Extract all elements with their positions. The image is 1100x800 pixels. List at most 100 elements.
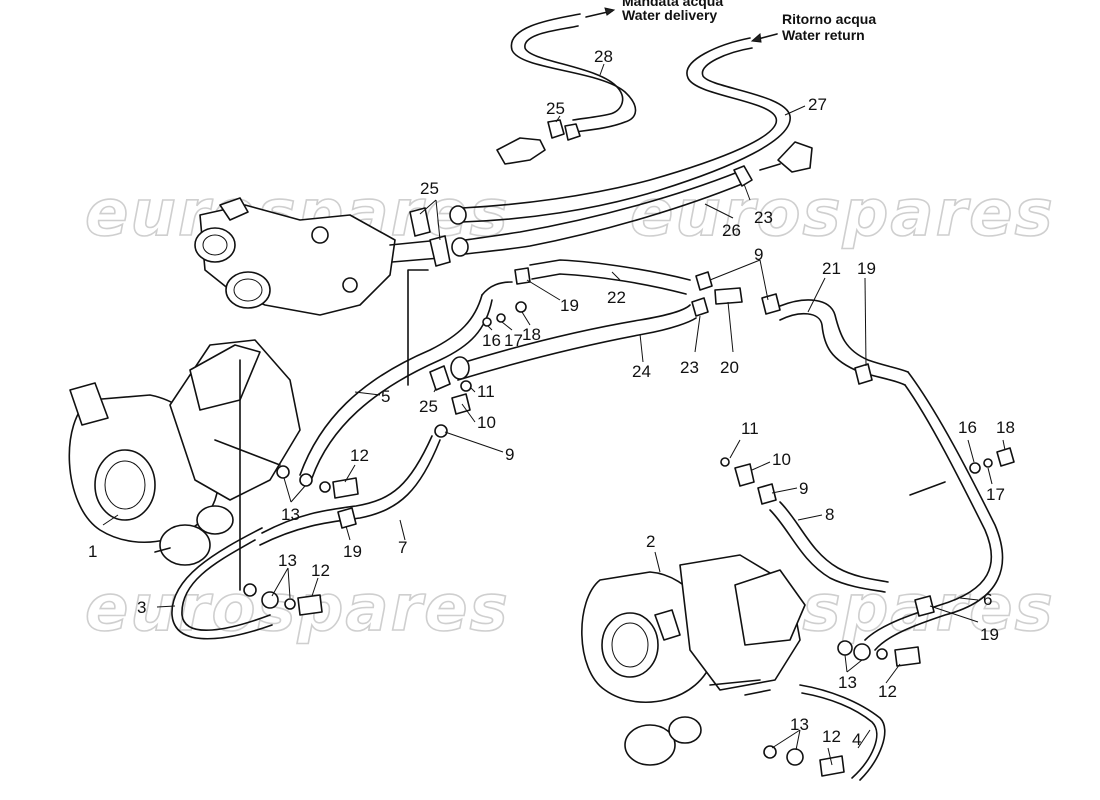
housing-port-1 bbox=[194, 227, 236, 263]
banjo-10-lower bbox=[734, 463, 755, 487]
callout-25b: 25 bbox=[420, 179, 439, 198]
leader-16a bbox=[487, 325, 493, 331]
watermark-3: eurospares bbox=[85, 572, 510, 646]
clamp-19-right bbox=[854, 363, 873, 385]
clamp-19-left bbox=[337, 507, 357, 529]
turbo-left-actuator-rod bbox=[154, 547, 171, 553]
clamp-23-upper bbox=[733, 165, 753, 187]
union-bolt-right bbox=[759, 163, 781, 171]
callout-12b: 12 bbox=[311, 561, 330, 580]
tee-20 bbox=[714, 287, 743, 305]
leader-9a bbox=[444, 431, 504, 453]
turbo-left-actuator bbox=[159, 524, 211, 566]
turbo-left-flange bbox=[189, 344, 261, 411]
hose-26-inner bbox=[464, 183, 743, 255]
callout-13a: 13 bbox=[281, 505, 300, 524]
pipe-6-a bbox=[864, 384, 993, 641]
callout-25c: 25 bbox=[419, 397, 438, 416]
callout-9c: 9 bbox=[799, 479, 808, 498]
water-return-english: Water return bbox=[782, 27, 865, 43]
hose-22-a bbox=[529, 259, 691, 281]
housing-port-1-inner bbox=[202, 234, 228, 256]
bolt-18-upper bbox=[515, 301, 527, 313]
delivery-arrowhead bbox=[604, 7, 616, 16]
bolt-12-bottom bbox=[819, 755, 845, 777]
leader-17b bbox=[987, 467, 993, 485]
callout-3: 3 bbox=[137, 598, 146, 617]
hose-28-outer bbox=[510, 13, 637, 133]
callout-24: 24 bbox=[632, 362, 651, 381]
leader-1 bbox=[102, 514, 119, 526]
turbo-left-inlet bbox=[94, 449, 156, 521]
leader-21 bbox=[807, 277, 826, 313]
clamp-19-upper bbox=[514, 267, 531, 285]
turbo-left-leaders bbox=[214, 359, 281, 591]
banjo-13-right bbox=[853, 643, 871, 661]
housing-port-2-inner bbox=[233, 278, 263, 302]
upper-coolant-hoses bbox=[449, 13, 813, 257]
washer-13-right bbox=[837, 640, 853, 656]
hose-24-a bbox=[454, 304, 691, 366]
callout-11a: 11 bbox=[477, 382, 495, 401]
washer-13-upper bbox=[276, 465, 290, 479]
callout-19d: 19 bbox=[980, 625, 999, 644]
leader-11a bbox=[469, 386, 476, 393]
leader-20 bbox=[727, 301, 734, 353]
leader-19d bbox=[929, 605, 979, 623]
leader-23b bbox=[694, 315, 701, 353]
leader-28 bbox=[599, 63, 605, 76]
callout-23a: 23 bbox=[754, 208, 773, 227]
leader-25b bbox=[419, 199, 441, 241]
callout-6: 6 bbox=[983, 590, 992, 609]
callout-9b: 9 bbox=[754, 245, 763, 264]
callout-26: 26 bbox=[722, 221, 741, 240]
water-delivery-english: Water delivery bbox=[622, 7, 717, 23]
leader-27 bbox=[784, 105, 806, 116]
clamp-19-lower bbox=[914, 595, 935, 617]
washer-13-upper-b bbox=[319, 481, 331, 493]
pipe-6-b bbox=[874, 371, 1004, 651]
housing-boss-1 bbox=[311, 226, 329, 244]
callout-19b: 19 bbox=[857, 259, 876, 278]
leader-13a bbox=[283, 477, 306, 503]
hose-8-b bbox=[779, 501, 889, 583]
callout-20: 20 bbox=[720, 358, 739, 377]
hose-28-inner bbox=[524, 25, 624, 121]
leader-13d bbox=[771, 729, 801, 751]
leader-6 bbox=[959, 597, 979, 601]
leader-26 bbox=[704, 203, 734, 219]
callout-18b: 18 bbox=[996, 418, 1015, 437]
clamp-25-upper bbox=[547, 119, 565, 139]
callout-8: 8 bbox=[825, 505, 834, 524]
leader-25 bbox=[407, 269, 429, 386]
leader-2 bbox=[654, 551, 661, 573]
turbo-right-inlet bbox=[601, 612, 659, 678]
washer-13-right-b bbox=[876, 648, 888, 660]
leader-10a bbox=[461, 403, 476, 423]
leader-24 bbox=[639, 333, 644, 363]
leader-25c bbox=[433, 387, 437, 393]
washer-13-left-b bbox=[284, 598, 296, 610]
washer-17-lower bbox=[983, 458, 993, 468]
callout-23b: 23 bbox=[680, 358, 699, 377]
callout-10b: 10 bbox=[772, 450, 791, 469]
washer-16-lower bbox=[969, 462, 981, 474]
hose-21-a bbox=[779, 312, 906, 386]
bracket-6 bbox=[909, 481, 946, 496]
pipe-4-a bbox=[799, 684, 886, 781]
leader-11b bbox=[729, 439, 741, 459]
clamp-25-mid bbox=[429, 365, 451, 391]
leader-13c bbox=[844, 654, 863, 673]
callout-17a: 17 bbox=[504, 331, 523, 350]
turbo-left-actuator-cap bbox=[196, 505, 234, 535]
hose-21-b bbox=[779, 299, 909, 373]
turbo-left bbox=[68, 339, 301, 591]
turbo-right-actuator-cap bbox=[668, 716, 702, 744]
leader-7 bbox=[399, 519, 406, 541]
callout-10a: 10 bbox=[477, 413, 496, 432]
washer-13-bottom bbox=[763, 745, 777, 759]
leader-4 bbox=[857, 729, 871, 749]
hose-26-outer bbox=[464, 171, 739, 241]
fitting-9-lower bbox=[757, 483, 777, 505]
